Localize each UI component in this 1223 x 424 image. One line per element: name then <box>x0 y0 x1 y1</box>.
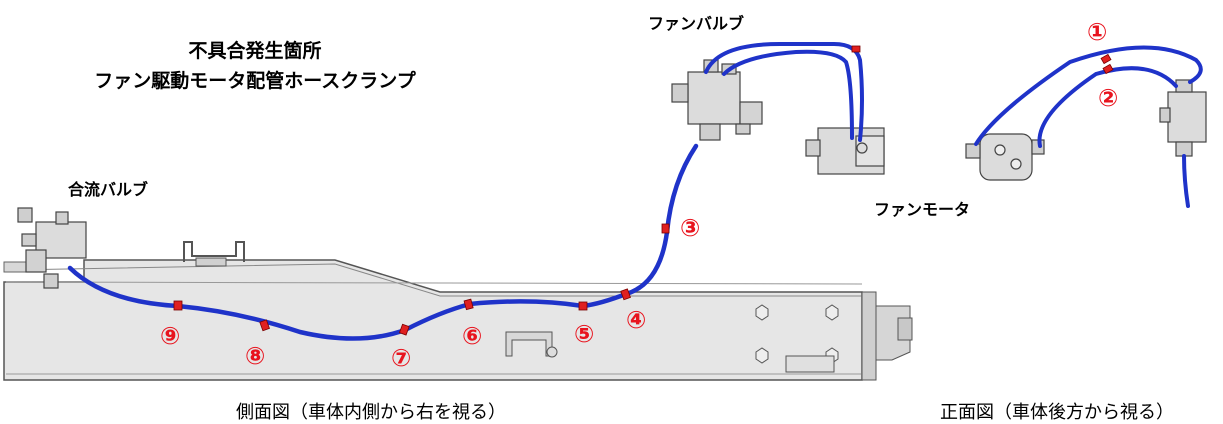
caption-side-view: 側面図（車体内側から右を視る） <box>236 402 506 423</box>
top-bracket <box>183 241 245 262</box>
clamp-8 <box>259 319 270 332</box>
hitch-plate <box>897 317 913 341</box>
clamp-number-7: ⑦ <box>391 344 412 372</box>
title-line-2: ファン駆動モータ配管ホースクランプ <box>94 70 416 92</box>
clamp-3 <box>661 223 670 234</box>
merge-valve-port <box>21 233 37 247</box>
hoses <box>67 42 1203 341</box>
frame-rear-fitting <box>785 355 835 373</box>
fan-valve-hose-b <box>722 49 854 140</box>
clamp-7 <box>398 323 410 336</box>
clamp-number-8: ⑧ <box>245 342 266 370</box>
fan-valve-block <box>687 71 741 125</box>
front-fan-valve <box>1167 91 1207 143</box>
front-view-parts <box>965 79 1207 181</box>
main-hose <box>67 143 699 341</box>
clamp-number-4: ④ <box>626 306 647 334</box>
clamp-number-3: ③ <box>680 214 701 242</box>
merge-valve-port <box>25 249 47 273</box>
mount-bolt <box>546 346 558 358</box>
clamp-6 <box>463 298 474 311</box>
frame-inner-line <box>5 281 863 285</box>
front-fan-motor <box>979 133 1033 181</box>
fan-motor-flange <box>805 139 821 157</box>
label-merge-valve: 合流バルブ <box>68 180 149 199</box>
clamp-number-1: ① <box>1087 18 1108 46</box>
merge-valve-body <box>17 207 87 289</box>
clamp-number-2: ② <box>1098 84 1119 112</box>
frame-body <box>3 259 863 381</box>
front-hose-a <box>974 45 1203 146</box>
frame-top-rail <box>11 263 862 297</box>
clamp-number-9: ⑨ <box>160 322 181 350</box>
front-fan-valve-port <box>1159 107 1171 123</box>
clamp-1 <box>1100 53 1112 65</box>
fan-valve-hose-a <box>704 42 864 142</box>
merge-valve-port <box>43 273 59 289</box>
bottom-mount <box>505 331 553 357</box>
top-bracket-base <box>195 257 227 267</box>
label-fan-valve: ファンバルブ <box>648 14 745 33</box>
fan-motor-port <box>856 142 868 154</box>
clamp-markers <box>173 45 1114 336</box>
caption-front-view: 正面図（車体後方から視る） <box>940 402 1174 423</box>
frame-nut <box>825 304 839 321</box>
fan-valve-port <box>739 101 763 125</box>
merge-valve-port <box>55 211 69 225</box>
frame-nut <box>755 304 769 321</box>
clamp-number-6: ⑥ <box>462 322 483 350</box>
chassis-frame <box>3 241 913 381</box>
title-line-1: 不具合発生箇所 <box>188 40 322 62</box>
frame-nuts <box>755 304 839 364</box>
title-block: 不具合発生箇所 ファン駆動モータ配管ホースクランプ <box>60 36 450 96</box>
frame-nut <box>755 347 769 364</box>
front-fan-valve-port <box>1175 141 1193 157</box>
front-fan-motor-port <box>1010 158 1022 170</box>
merge-valve-port <box>17 207 33 223</box>
front-fan-motor-port <box>994 144 1006 156</box>
fan-valve-body <box>671 59 763 141</box>
fan-motor-side-body <box>805 127 885 175</box>
front-hose-c <box>1182 154 1190 208</box>
clamp-5 <box>578 301 588 311</box>
front-fan-motor-fitting <box>965 143 981 159</box>
clamp-4 <box>620 288 631 301</box>
fan-valve-port <box>735 123 751 135</box>
clamp-number-5: ⑤ <box>574 320 595 348</box>
clamp-fan-valve <box>851 45 861 53</box>
clamp-9 <box>173 300 183 311</box>
fan-valve-port <box>671 83 689 103</box>
clamp-2 <box>1102 63 1114 75</box>
front-hose-b <box>1037 66 1178 148</box>
label-fan-motor: ファンモータ <box>874 200 971 219</box>
fan-valve-port <box>699 123 721 141</box>
frame-end-bracket <box>861 291 877 381</box>
